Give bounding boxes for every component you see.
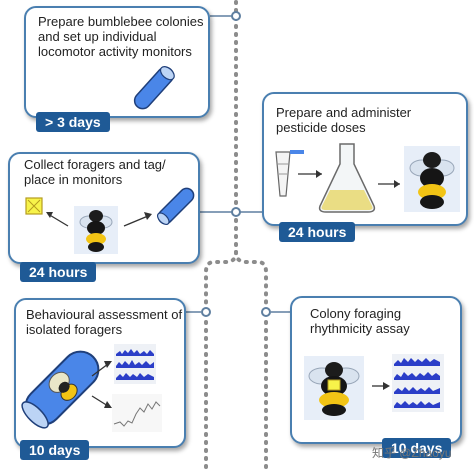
step-card-behaviour: Behavioural assessment of isolated forag… [14, 298, 186, 448]
forager-tagging-illustration [25, 187, 195, 254]
step-title-foragers: Collect foragers and tag/ place in monit… [24, 157, 166, 187]
connector-node [231, 207, 241, 217]
step-card-colonies: Prepare bumblebee colonies and set up in… [24, 6, 210, 118]
tag-icon [25, 197, 43, 215]
monitor-tube-icon [156, 187, 195, 226]
connector-node [201, 307, 211, 317]
activity-trace-thumbnail [112, 394, 162, 432]
duration-tag-behaviour: 10 days [20, 440, 90, 460]
bumblebee-icon [74, 206, 118, 254]
duration-tag-pesticide: 24 hours [279, 222, 356, 242]
actogram-thumbnail [114, 344, 156, 384]
step-title-rhythmicity: Colony foraging rhythmicity assay [310, 306, 410, 336]
bumblebee-icon [404, 146, 460, 212]
step-card-foragers: Collect foragers and tag/ place in monit… [8, 152, 200, 264]
activity-monitor-tube-icon [133, 66, 175, 110]
step-card-pesticide: Prepare and administer pesticide doses [262, 92, 468, 226]
connector-node [261, 307, 271, 317]
duration-tag-rhythmicity: 10 days [382, 438, 452, 458]
connector-node [231, 11, 241, 21]
duration-tag-foragers: 24 hours [20, 262, 97, 282]
tagged-bumblebee-icon [304, 356, 364, 420]
pipette-tip-icon [275, 150, 304, 197]
step-title-pesticide: Prepare and administer pesticide doses [276, 105, 412, 135]
pesticide-illustration [275, 143, 460, 213]
duration-tag-colonies: > 3 days [36, 112, 110, 132]
monitor-tube-with-bee-icon [21, 350, 100, 429]
flask-icon [318, 143, 376, 213]
step-card-rhythmicity: Colony foraging rhythmicity assay [290, 296, 462, 444]
watermark: 知乎 @Zhaoyu [372, 446, 452, 460]
actogram-stack-thumbnail [392, 354, 444, 412]
behaviour-illustration [21, 344, 162, 432]
step-title-behaviour: Behavioural assessment of isolated forag… [26, 307, 183, 337]
rhythmicity-illustration [304, 354, 444, 420]
step-title-colonies: Prepare bumblebee colonies and set up in… [38, 14, 204, 59]
